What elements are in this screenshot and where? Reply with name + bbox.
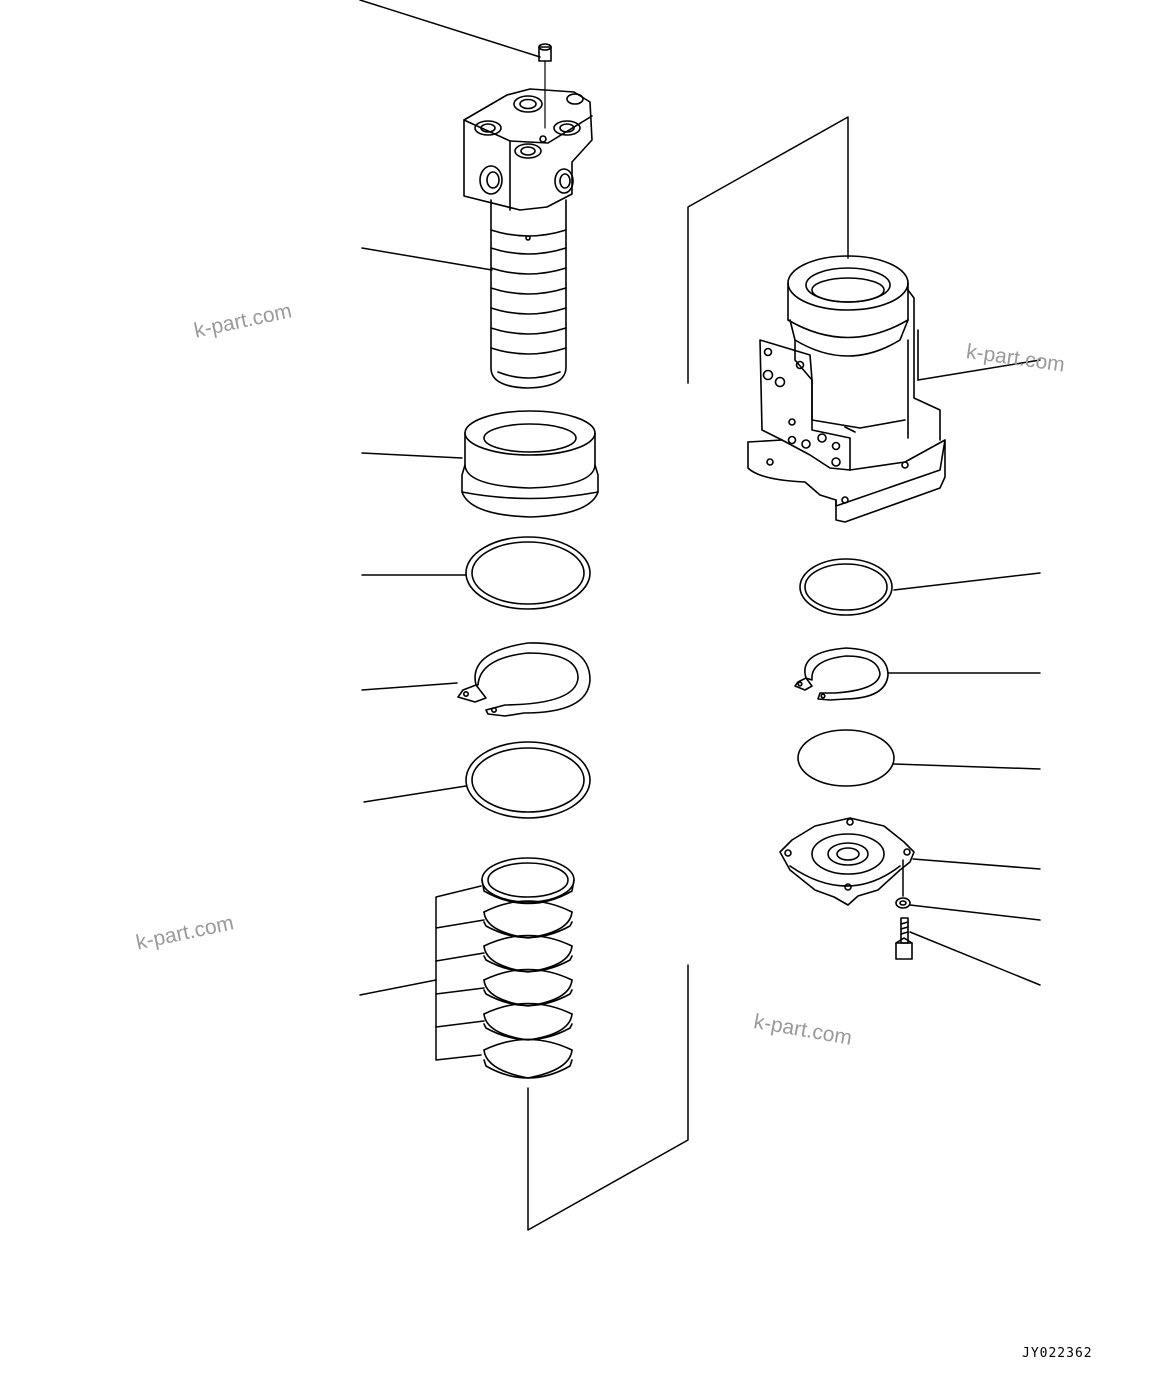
swivel-body: [748, 256, 945, 522]
seal-ring: [484, 1040, 572, 1079]
leader-washer: [910, 905, 1040, 920]
end-cover: [780, 818, 914, 905]
plug: [539, 44, 551, 128]
group-bracket-bottom: [528, 965, 688, 1230]
seal-ring: [484, 970, 572, 1007]
leader-shaft-o-ring: [364, 786, 466, 802]
leader-swivel-shaft: [362, 248, 492, 270]
leader-lines: [360, 0, 1040, 1230]
drawing-code: JY022362: [1022, 1346, 1093, 1361]
seal-ring: [484, 936, 572, 973]
seal-ring: [484, 901, 572, 938]
body-o-ring: [798, 730, 894, 786]
leader-shaft-snap-ring: [362, 683, 457, 690]
ring-stack-bracket: [436, 886, 481, 1060]
seal-ring: [482, 858, 574, 904]
washer: [896, 898, 910, 908]
shaft-seal: [466, 537, 590, 609]
leader-shaft-cover: [362, 453, 462, 458]
bolt: [896, 918, 912, 959]
leader-ring-stack: [360, 980, 436, 995]
body-seal: [800, 559, 892, 615]
body-snap-ring: [795, 648, 888, 700]
seal-ring-stack: [482, 858, 574, 1078]
leader-plug: [360, 0, 540, 57]
swivel-shaft: [464, 89, 592, 388]
leader-body-o-ring: [894, 764, 1040, 769]
leader-end-cover: [913, 859, 1040, 869]
shaft-snap-ring: [458, 643, 590, 716]
shaft-cover: [462, 411, 598, 517]
leader-swivel-body: [918, 360, 1040, 380]
group-bracket-top: [688, 117, 848, 383]
shaft-o-ring: [466, 742, 590, 818]
leader-body-seal: [894, 573, 1040, 590]
seal-ring: [484, 1004, 572, 1041]
leader-bolt: [910, 932, 1040, 985]
